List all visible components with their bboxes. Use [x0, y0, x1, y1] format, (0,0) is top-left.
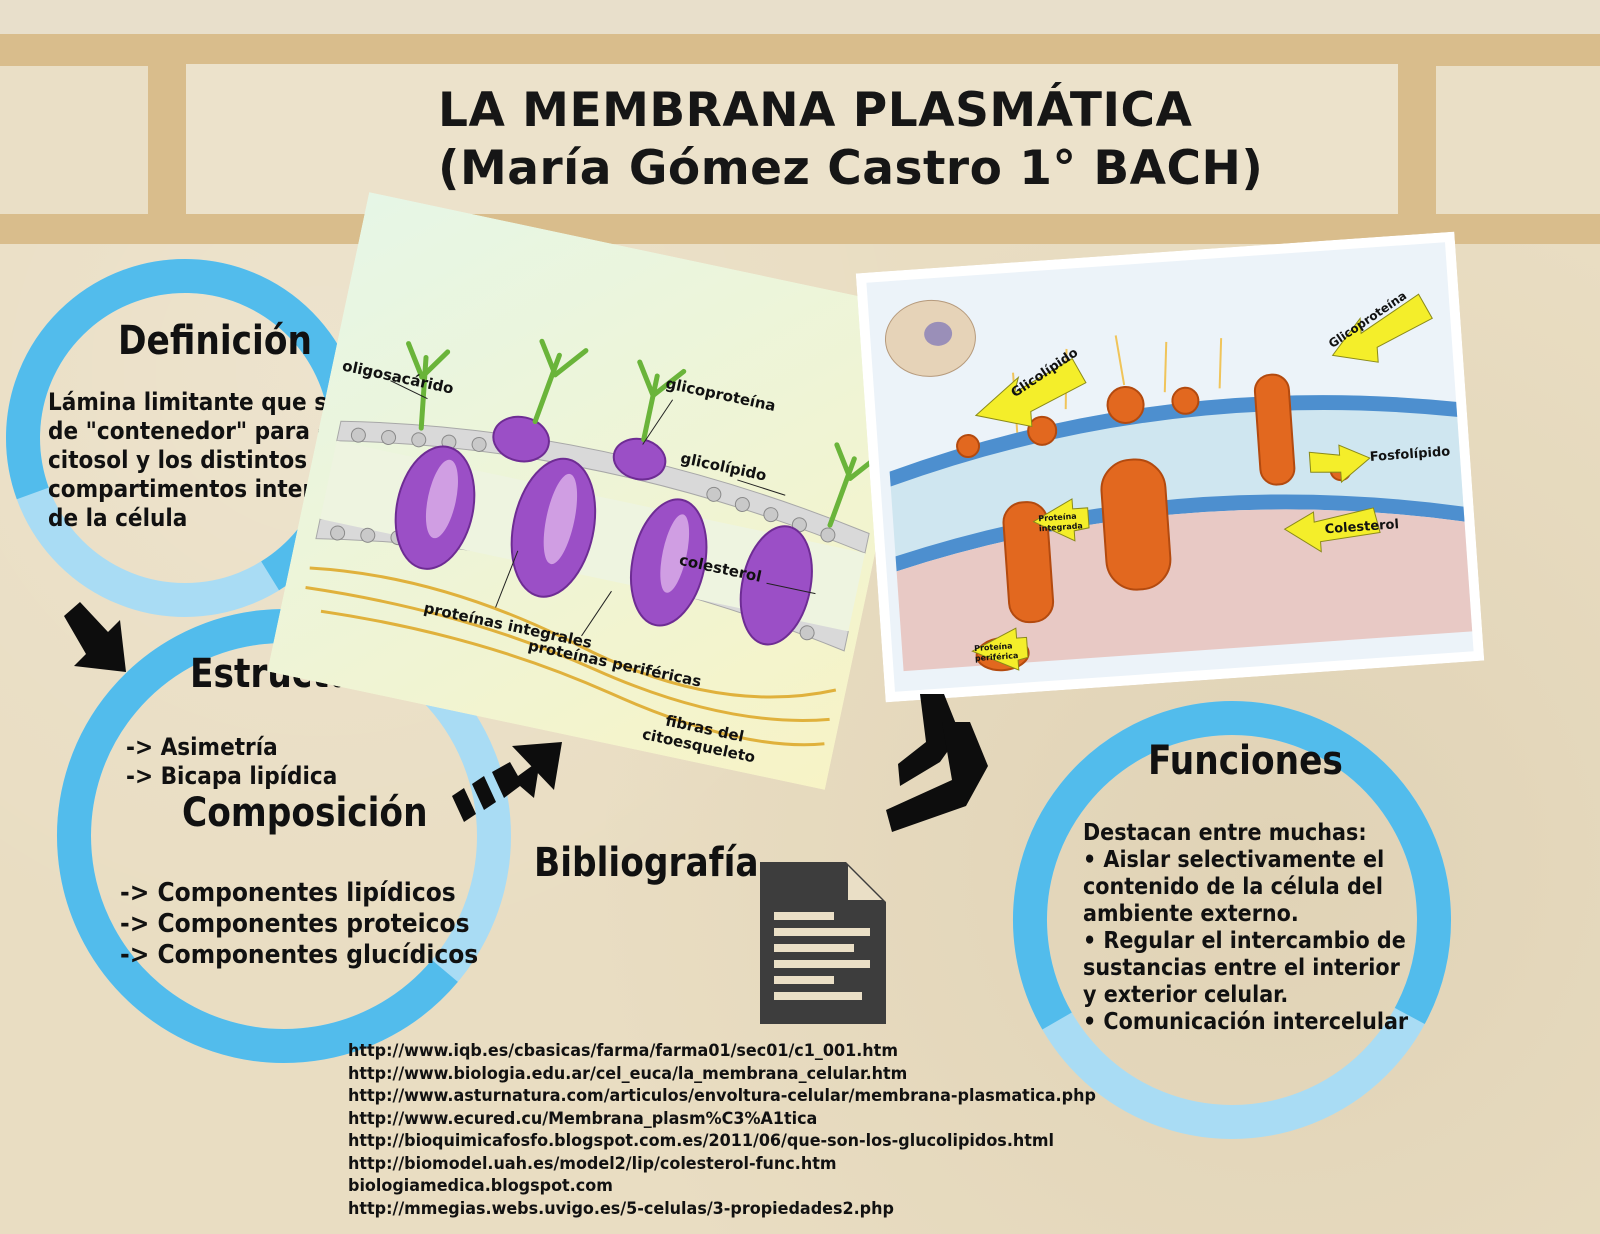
bibliografia-heading: Bibliografía	[534, 840, 759, 886]
funciones-line: sustancias entre el interior	[1083, 955, 1400, 981]
bibliografia-link[interactable]: biologiamedica.blogspot.com	[348, 1176, 613, 1196]
label-colesterol-right: Colesterol	[1324, 517, 1399, 537]
bibliografia-link[interactable]: http://bioquimicafosfo.blogspot.com.es/2…	[348, 1131, 1055, 1151]
estructura-item: -> Bicapa lipídica	[126, 762, 338, 790]
header-panel	[186, 64, 1398, 214]
membrane-diagram-left-art: oligosacárido glicoproteína glicolípido …	[267, 192, 927, 790]
funciones-line: • Aislar selectivamente el	[1083, 847, 1385, 873]
label-proteina-periferica-2: periférica	[975, 650, 1019, 663]
bibliografia-links: http://www.iqb.es/cbasicas/farma/farma01…	[348, 1040, 1144, 1220]
bibliografia-link[interactable]: http://www.asturnatura.com/articulos/env…	[348, 1086, 1096, 1106]
title-line-1: LA MEMBRANA PLASMÁTICA	[438, 83, 1193, 138]
bibliografia-link[interactable]: http://www.biologia.edu.ar/cel_euca/la_m…	[348, 1063, 908, 1084]
bibliografia-link[interactable]: http://www.ecured.cu/Membrana_plasm%C3%A…	[348, 1108, 818, 1129]
label-proteina-integrada-1: Proteína	[1038, 512, 1077, 524]
funciones-ring	[1013, 700, 1451, 1139]
composicion-heading: Composición	[182, 790, 428, 836]
composicion-item: -> Componentes glucídicos	[120, 940, 479, 970]
estructura-item: -> Asimetría	[126, 733, 278, 761]
definicion-line: Lámina limitante que sirve	[48, 388, 374, 416]
composicion-list: -> Componentes lipídicos -> Componentes …	[120, 878, 478, 971]
page-title: LA MEMBRANA PLASMÁTICA (María Gómez Cast…	[438, 82, 1263, 198]
funciones-heading: Funciones	[1148, 738, 1343, 784]
definicion-line: de "contenedor" para el	[48, 417, 340, 445]
document-icon	[760, 862, 886, 1024]
arrow-up-right-icon	[452, 742, 562, 822]
funciones-line: • Regular el intercambio de	[1083, 928, 1406, 954]
funciones-line: ambiente externo.	[1083, 901, 1299, 927]
definicion-heading: Definición	[118, 318, 312, 364]
definicion-line: citosol y los distintos	[48, 446, 308, 474]
bibliografia-link[interactable]: http://mmegias.webs.uvigo.es/5-celulas/3…	[348, 1198, 894, 1219]
membrane-diagram-left: oligosacárido glicoproteína glicolípido …	[267, 192, 927, 790]
membrane-diagram-right-art: Glicolípido Glicoproteína Fosfolípido Pr…	[855, 231, 1485, 703]
header-side-left	[0, 66, 148, 214]
label-proteina-periferica-1: Proteína	[974, 641, 1013, 653]
chevron-double-icon	[886, 694, 988, 832]
bibliografia-link[interactable]: http://www.iqb.es/cbasicas/farma/farma01…	[348, 1041, 898, 1061]
arrow-down-right-icon	[64, 602, 126, 672]
funciones-text: Destacan entre muchas: • Aislar selectiv…	[1083, 820, 1408, 1036]
funciones-line: contenido de la célula del	[1083, 874, 1383, 900]
bibliografia-link[interactable]: http://biomodel.uah.es/model2/lip/colest…	[348, 1153, 837, 1174]
estructura-list: -> Asimetría -> Bicapa lipídica	[126, 733, 337, 791]
definicion-line: de la célula	[48, 504, 188, 532]
title-line-2: (María Gómez Castro 1° BACH)	[438, 141, 1264, 196]
composicion-item: -> Componentes lipídicos	[120, 878, 456, 908]
top-band	[0, 0, 1600, 34]
membrane-diagram-right: Glicolípido Glicoproteína Fosfolípido Pr…	[855, 231, 1485, 703]
label-fosfolipido-right: Fosfolípido	[1369, 444, 1450, 465]
funciones-line: y exterior celular.	[1083, 982, 1289, 1008]
label-proteina-integrada-2: integrada	[1039, 521, 1083, 533]
composicion-item: -> Componentes proteicos	[120, 909, 470, 939]
header-side-right	[1436, 66, 1600, 214]
funciones-line: Destacan entre muchas:	[1083, 820, 1367, 846]
funciones-line: • Comunicación intercelular	[1083, 1009, 1409, 1035]
